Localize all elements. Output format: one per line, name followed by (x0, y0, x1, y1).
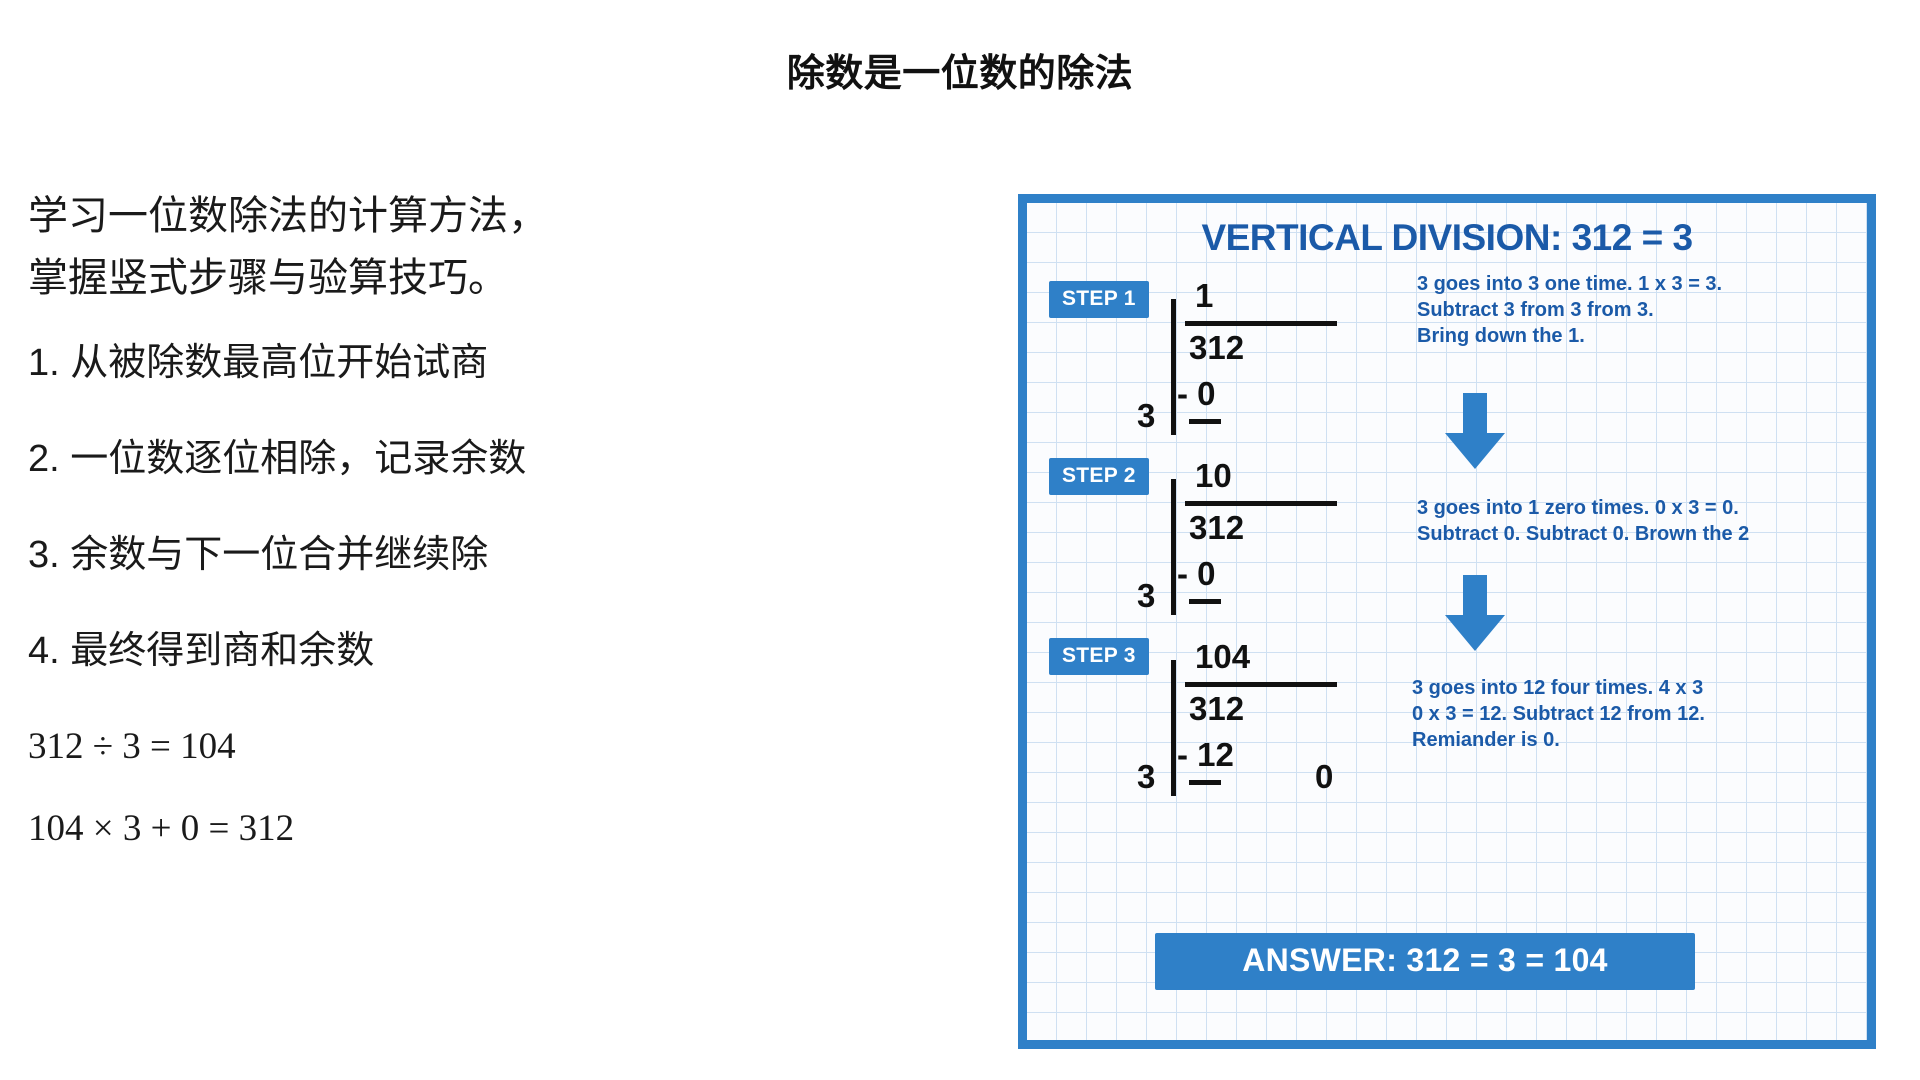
division-vertical-bar (1171, 660, 1176, 796)
formula-division: 312 ÷ 3 = 104 (28, 726, 236, 767)
left-content-column: 学习一位数除法的计算方法， 掌握竖式步骤与验算技巧。 1. 从被除数最高位开始试… (28, 185, 648, 885)
divisor-value: 3 (1137, 758, 1156, 795)
list-item: 3. 余数与下一位合并继续除 (28, 534, 489, 576)
division-overline (1185, 682, 1337, 687)
formula-verification: 104 × 3 + 0 = 312 (28, 808, 295, 849)
step-badge-2: STEP 2 (1049, 458, 1149, 495)
arrow-down-icon (1445, 575, 1505, 651)
division-underline (1189, 599, 1221, 604)
division-block-step-1: 1 312 - 0 3 (1137, 277, 1397, 435)
quotient-value: 1 (1195, 277, 1214, 314)
diagram-heading: VERTICAL DIVISION: 312 = 3 (1201, 217, 1693, 258)
step-badge-3: STEP 3 (1049, 638, 1149, 675)
intro-line: 掌握竖式步骤与验算技巧。 (28, 256, 508, 300)
dividend-value: 312 (1189, 329, 1245, 366)
intro-paragraph: 学习一位数除法的计算方法， 掌握竖式步骤与验算技巧。 (28, 185, 648, 309)
step-badge-1: STEP 1 (1049, 281, 1149, 318)
division-vertical-bar (1171, 299, 1176, 435)
division-vertical-bar (1171, 479, 1176, 615)
list-item: 2. 一位数逐位相除，记录余数 (28, 438, 527, 480)
explanation-step-1: 3 goes into 3 one time. 1 x 3 = 3. Subtr… (1417, 273, 1723, 347)
explanation-step-2: 3 goes into 1 zero times. 0 x 3 = 0. Sub… (1417, 497, 1750, 545)
formula-list: 312 ÷ 3 = 104 104 × 3 + 0 = 312 (28, 721, 648, 855)
quotient-value: 10 (1195, 457, 1232, 494)
subtrahend-value: - 0 (1177, 555, 1216, 592)
quotient-value: 104 (1195, 638, 1251, 675)
division-underline (1189, 780, 1221, 785)
subtrahend-value: - 12 (1177, 736, 1234, 773)
steps-list: 1. 从被除数最高位开始试商 2. 一位数逐位相除，记录余数 3. 余数与下一位… (28, 337, 648, 677)
remainder-value: 0 (1315, 758, 1334, 795)
dividend-value: 312 (1189, 690, 1245, 727)
divisor-value: 3 (1137, 577, 1156, 614)
subtrahend-value: - 0 (1177, 375, 1216, 412)
division-block-step-3: 104 312 - 12 0 3 (1137, 638, 1397, 796)
explanation-step-3: 3 goes into 12 four times. 4 x 3 0 x 3 =… (1412, 677, 1705, 751)
page-title: 除数是一位数的除法 (786, 53, 1134, 95)
division-block-step-2: 10 312 - 0 3 (1137, 457, 1397, 615)
intro-line: 学习一位数除法的计算方法， (28, 194, 548, 238)
division-overline (1185, 501, 1337, 506)
answer-bar: ANSWER: 312 = 3 = 104 (1155, 933, 1695, 990)
list-item: 1. 从被除数最高位开始试商 (28, 342, 489, 384)
division-diagram-panel: VERTICAL DIVISION: 312 = 3 STEP 1 1 312 … (1018, 194, 1876, 1049)
division-underline (1189, 419, 1221, 424)
dividend-value: 312 (1189, 509, 1245, 546)
division-overline (1185, 321, 1337, 326)
list-item: 4. 最终得到商和余数 (28, 630, 375, 672)
arrow-down-icon (1445, 393, 1505, 469)
divisor-value: 3 (1137, 397, 1156, 434)
